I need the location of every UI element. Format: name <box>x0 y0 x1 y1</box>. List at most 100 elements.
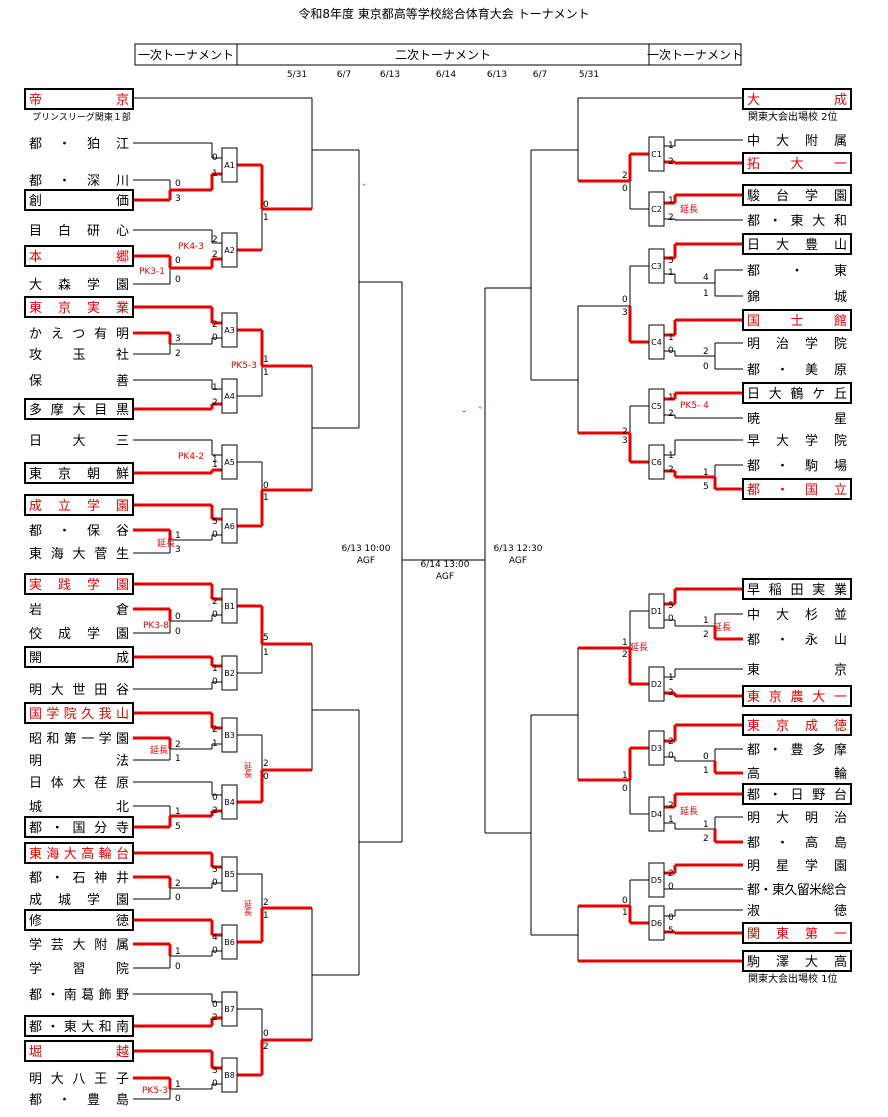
score-label: 1 <box>668 393 674 403</box>
score-label: 2 <box>212 806 218 816</box>
team-name: 昭和第一学園 <box>29 731 129 747</box>
score-label: 2 <box>668 409 674 419</box>
team-box <box>24 842 134 864</box>
score-label: 4 <box>212 933 218 943</box>
score-label: 3 <box>622 308 628 318</box>
team-box <box>742 309 852 331</box>
match-box <box>648 796 665 832</box>
score-label: 1 <box>668 673 674 683</box>
team-name: 学芸大附属 <box>29 937 129 953</box>
score-label: 2 <box>622 650 628 660</box>
team-name: 都・高島 <box>747 835 847 851</box>
score-label: 4 <box>703 273 709 283</box>
team-name: 中大杉並 <box>747 608 847 623</box>
score-label: 2 <box>622 171 628 181</box>
score-label: 1 <box>263 355 269 365</box>
header-first-round-right: 一次トーナメント <box>647 48 743 62</box>
match-label: B7 <box>224 1005 235 1014</box>
score-label: 3 <box>175 545 181 555</box>
score-label: 1 <box>703 468 709 478</box>
team-box <box>742 783 852 805</box>
score-label: 2 <box>212 250 218 260</box>
match-box <box>221 378 238 414</box>
score-label: 1 <box>263 493 269 503</box>
team-box <box>742 382 852 404</box>
team-name: 都・東 <box>747 263 847 279</box>
score-label: 1 <box>212 455 218 465</box>
match-box <box>648 666 665 702</box>
team-name: 都・駒場 <box>747 459 847 474</box>
mark-left-semi: ˇ <box>362 183 367 194</box>
match-box <box>221 655 238 691</box>
score-label: 2 <box>212 597 218 607</box>
score-label: 5 <box>668 256 674 266</box>
match-label: B4 <box>224 798 235 807</box>
score-label: 0 <box>175 612 181 622</box>
team-name: 多摩大目黒 <box>29 402 129 418</box>
match-box <box>648 593 665 629</box>
match-label: C6 <box>651 458 662 467</box>
team-name: 東海大菅生 <box>29 546 129 562</box>
team-box <box>24 702 134 724</box>
score-label: 0 <box>175 179 181 189</box>
score-label: 1 <box>175 947 181 957</box>
match-box <box>648 730 665 766</box>
score-label: 1 <box>212 664 218 674</box>
match-label: C5 <box>651 402 662 411</box>
team-name: 大森学園 <box>29 277 129 293</box>
match-box <box>648 905 665 941</box>
team-name: 都・保谷 <box>29 524 129 539</box>
score-label: 5 <box>668 926 674 936</box>
score-label: 0 <box>263 481 269 491</box>
score-label: 2 <box>668 213 674 223</box>
team-name: 日体大荏原 <box>29 776 129 791</box>
score-label: 0 <box>212 946 218 956</box>
score-label: 2 <box>668 869 674 879</box>
team-name: 城北 <box>29 800 129 815</box>
score-label: 2 <box>668 465 674 475</box>
score-label: 0 <box>668 882 674 892</box>
match-box <box>221 147 238 183</box>
team-box <box>742 88 852 110</box>
team-box <box>24 1040 134 1062</box>
score-label: 1 <box>668 268 674 278</box>
score-label: 2 <box>212 235 218 245</box>
score-label: 2 <box>703 347 709 357</box>
score-label: 2 <box>212 725 218 735</box>
date-label: 5/31 <box>579 70 599 80</box>
score-label: 2 <box>263 759 269 769</box>
team-box <box>742 184 852 206</box>
bracket-lines <box>133 97 743 1100</box>
team-box <box>742 233 852 255</box>
team-name: 成城学園 <box>29 892 129 908</box>
team-name: 都・東久留米総合 <box>747 882 847 898</box>
score-label: 0 <box>175 893 181 903</box>
score-label: 1 <box>263 213 269 223</box>
score-label: 0 <box>212 530 218 540</box>
score-label: 3 <box>212 1066 218 1076</box>
match-box <box>221 508 238 544</box>
score-label: 0 <box>668 614 674 624</box>
score-label: PK5-3 <box>142 1086 168 1096</box>
score-label: 2 <box>212 398 218 408</box>
winner-path-lines <box>133 152 743 1089</box>
match-label: A5 <box>224 458 235 467</box>
score-label: 0 <box>212 793 218 803</box>
score-label: 2 <box>668 157 674 167</box>
score-label: 5 <box>703 482 709 492</box>
match-label: B6 <box>224 938 235 947</box>
score-label: 5 <box>668 601 674 611</box>
match-label: C3 <box>651 262 662 271</box>
score-label: 1 <box>263 648 269 658</box>
venue-left-semi-time: 6/13 10:00 <box>341 544 390 554</box>
date-label: 6/14 <box>436 70 456 80</box>
team-box <box>24 462 134 484</box>
score-label: 3 <box>212 865 218 875</box>
team-name: 都・日野台 <box>747 788 847 803</box>
team-box <box>24 88 134 110</box>
match-box <box>221 856 238 892</box>
score-label: 2 <box>668 801 674 811</box>
score-label: 1 <box>622 771 628 781</box>
team-name: 攻玉社 <box>29 347 129 363</box>
score-label: 0 <box>175 256 181 266</box>
